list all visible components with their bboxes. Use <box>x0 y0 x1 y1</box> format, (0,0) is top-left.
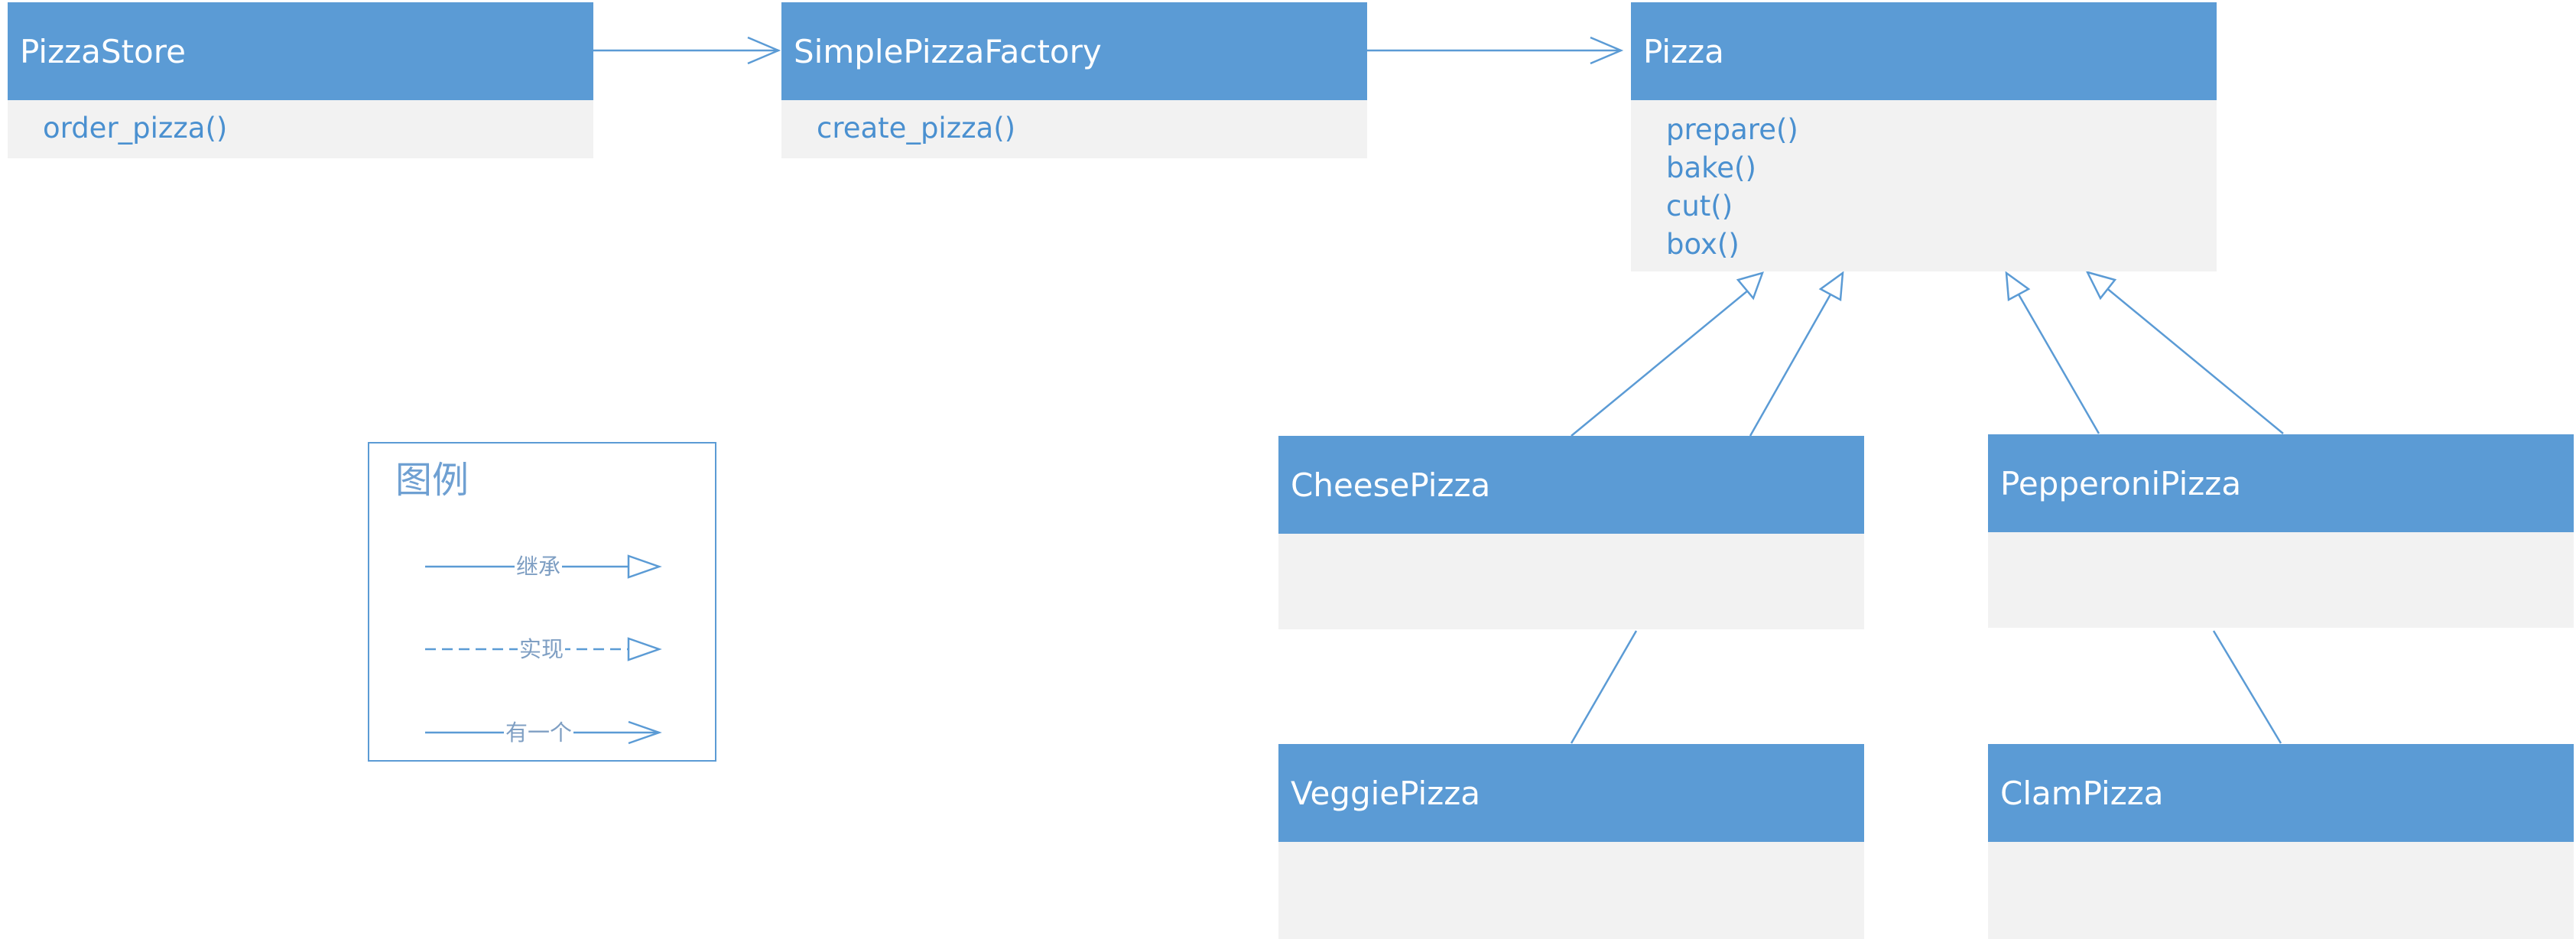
class-body: create_pizza() <box>781 100 1367 158</box>
inheritance-cheese-pizza-2 <box>1749 294 1832 437</box>
class-body: order_pizza() <box>8 100 593 158</box>
legend-hollow-triangle <box>627 637 662 661</box>
hollow-triangle-arrowhead <box>1736 271 1765 301</box>
legend-box: 图例 继承 实现 有一个 <box>368 442 716 762</box>
legend-title: 图例 <box>395 459 469 502</box>
arrowhead-open <box>1590 36 1624 65</box>
hollow-triangle-arrowhead <box>2085 271 2117 301</box>
class-name: Pizza <box>1631 2 2217 100</box>
class-clam-pizza: ClamPizza <box>1988 744 2574 939</box>
arrowhead-open <box>747 36 781 65</box>
connector-veggie-cheese <box>1570 630 1638 744</box>
inheritance-cheese-pizza <box>1571 286 1753 437</box>
inheritance-pepperoni-pizza <box>2017 294 2100 434</box>
method-prepare: prepare() <box>1666 113 1798 146</box>
class-pizza-store: PizzaStore order_pizza() <box>8 2 593 158</box>
class-name: ClamPizza <box>1988 744 2574 842</box>
class-cheese-pizza: CheesePizza <box>1278 436 1864 629</box>
connector-clam-pepperoni <box>2212 630 2282 744</box>
class-name: SimplePizzaFactory <box>781 2 1367 100</box>
legend-has-a-label: 有一个 <box>504 720 574 746</box>
class-veggie-pizza: VeggiePizza <box>1278 744 1864 939</box>
class-name: VeggiePizza <box>1278 744 1864 842</box>
class-simple-pizza-factory: SimplePizzaFactory create_pizza() <box>781 2 1367 158</box>
class-body <box>1988 532 2574 628</box>
class-body <box>1278 842 1864 939</box>
method-order-pizza: order_pizza() <box>43 112 228 145</box>
class-body <box>1988 842 2574 939</box>
method-bake: bake() <box>1666 151 1756 184</box>
inheritance-pepperoni-pizza-2 <box>2104 286 2284 434</box>
method-cut: cut() <box>1666 190 1733 223</box>
class-body: prepare() bake() cut() box() <box>1631 100 2217 271</box>
legend-hollow-triangle <box>627 554 662 579</box>
hollow-triangle-arrowhead <box>2005 271 2031 302</box>
class-name: CheesePizza <box>1278 436 1864 534</box>
class-pizza: Pizza prepare() bake() cut() box() <box>1631 2 2217 271</box>
legend-realization-label: 实现 <box>518 636 566 662</box>
hollow-triangle-arrowhead <box>1818 271 1844 302</box>
class-name: PizzaStore <box>8 2 593 100</box>
method-box: box() <box>1666 228 1740 261</box>
method-create-pizza: create_pizza() <box>817 112 1016 145</box>
legend-inheritance-label: 继承 <box>515 554 563 580</box>
class-body <box>1278 534 1864 629</box>
class-pepperoni-pizza: PepperoniPizza <box>1988 434 2574 628</box>
class-name: PepperoniPizza <box>1988 434 2574 532</box>
legend-open-arrowhead <box>628 720 662 745</box>
